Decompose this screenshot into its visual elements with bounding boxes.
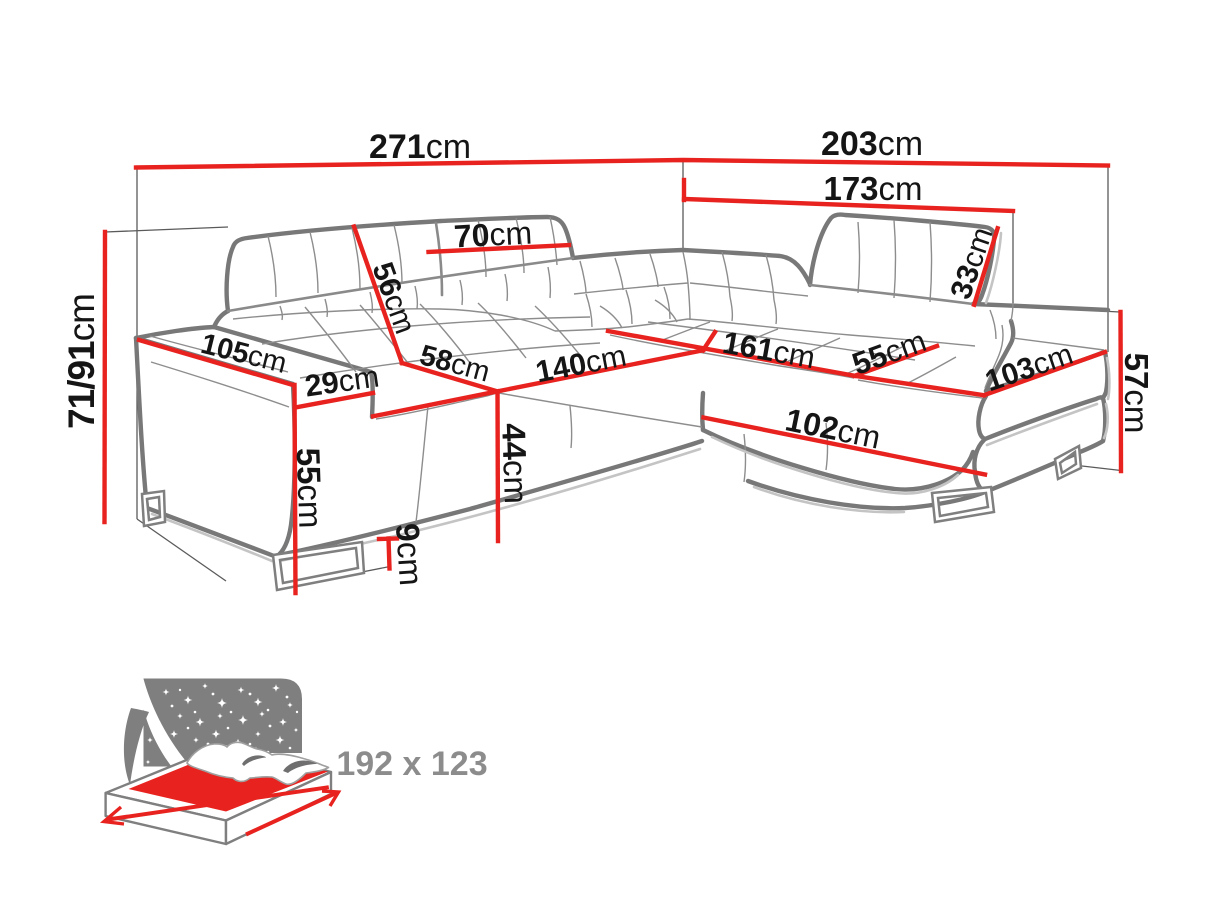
svg-text:103cm: 103cm <box>981 338 1077 399</box>
svg-text:102cm: 102cm <box>782 401 883 455</box>
svg-text:271cm: 271cm <box>369 128 471 166</box>
svg-text:192 x 123: 192 x 123 <box>336 745 487 783</box>
svg-text:55cm: 55cm <box>290 447 330 529</box>
svg-text:44cm: 44cm <box>495 423 535 505</box>
svg-text:9cm: 9cm <box>389 522 430 587</box>
svg-text:55cm: 55cm <box>848 323 931 382</box>
svg-text:70cm: 70cm <box>453 214 533 254</box>
svg-text:56cm: 56cm <box>365 258 421 338</box>
svg-text:57cm: 57cm <box>1118 353 1155 434</box>
svg-text:161cm: 161cm <box>720 325 818 376</box>
svg-text:58cm: 58cm <box>416 339 493 388</box>
svg-text:173cm: 173cm <box>823 170 922 207</box>
svg-text:203cm: 203cm <box>821 125 923 163</box>
svg-text:29cm: 29cm <box>303 359 382 403</box>
svg-text:71/91cm: 71/91cm <box>61 294 102 429</box>
